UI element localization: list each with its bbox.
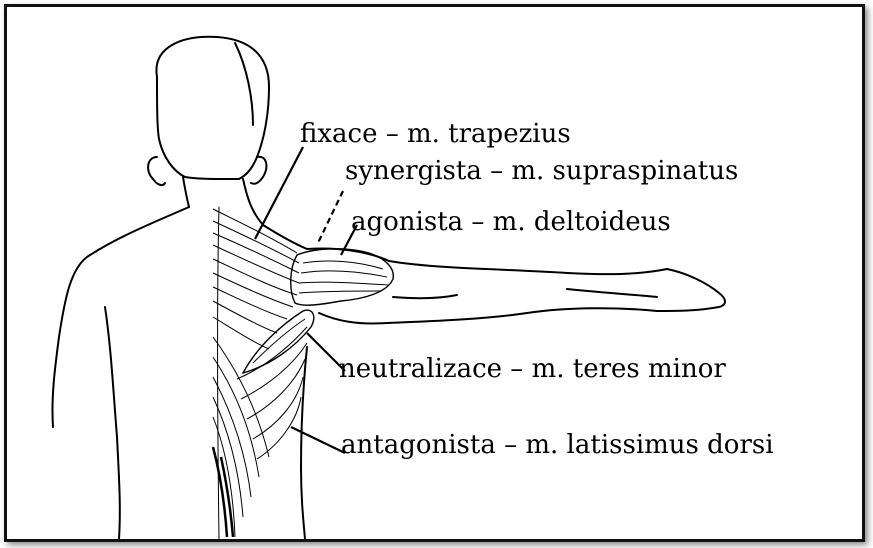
neck-left: [183, 177, 189, 207]
label-agonista: agonista – m. deltoideus: [351, 209, 671, 235]
hair-line: [235, 43, 253, 125]
latissimus-fibers: [213, 327, 307, 537]
label-synergista: synergista – m. supraspinatus: [345, 158, 738, 184]
pointer-fixace: [255, 147, 303, 239]
pointer-lines: [255, 147, 357, 453]
left-torso-side: [105, 307, 120, 539]
right-ear: [251, 157, 266, 184]
arm-crease: [567, 289, 657, 297]
left-ear: [148, 157, 165, 185]
label-antagonista: antagonista – m. latissimus dorsi: [341, 432, 774, 458]
pointer-synergista: [317, 191, 343, 245]
neck-right: [243, 179, 263, 225]
label-fixace: fixace – m. trapezius: [300, 121, 571, 147]
spine: [218, 207, 220, 539]
label-neutralizace: neutralizace – m. teres minor: [339, 356, 726, 382]
arm-lower: [319, 308, 657, 323]
left-shoulder: [52, 207, 189, 427]
deltoid-muscle: [291, 249, 394, 305]
elbow-mark: [393, 295, 457, 298]
pointer-antagonista: [291, 427, 345, 453]
diagram-frame: fixace – m. trapezius synergista – m. su…: [4, 4, 865, 542]
trapezius-fibers: [213, 209, 299, 349]
hand-outline: [657, 269, 725, 311]
right-torso: [301, 347, 307, 539]
